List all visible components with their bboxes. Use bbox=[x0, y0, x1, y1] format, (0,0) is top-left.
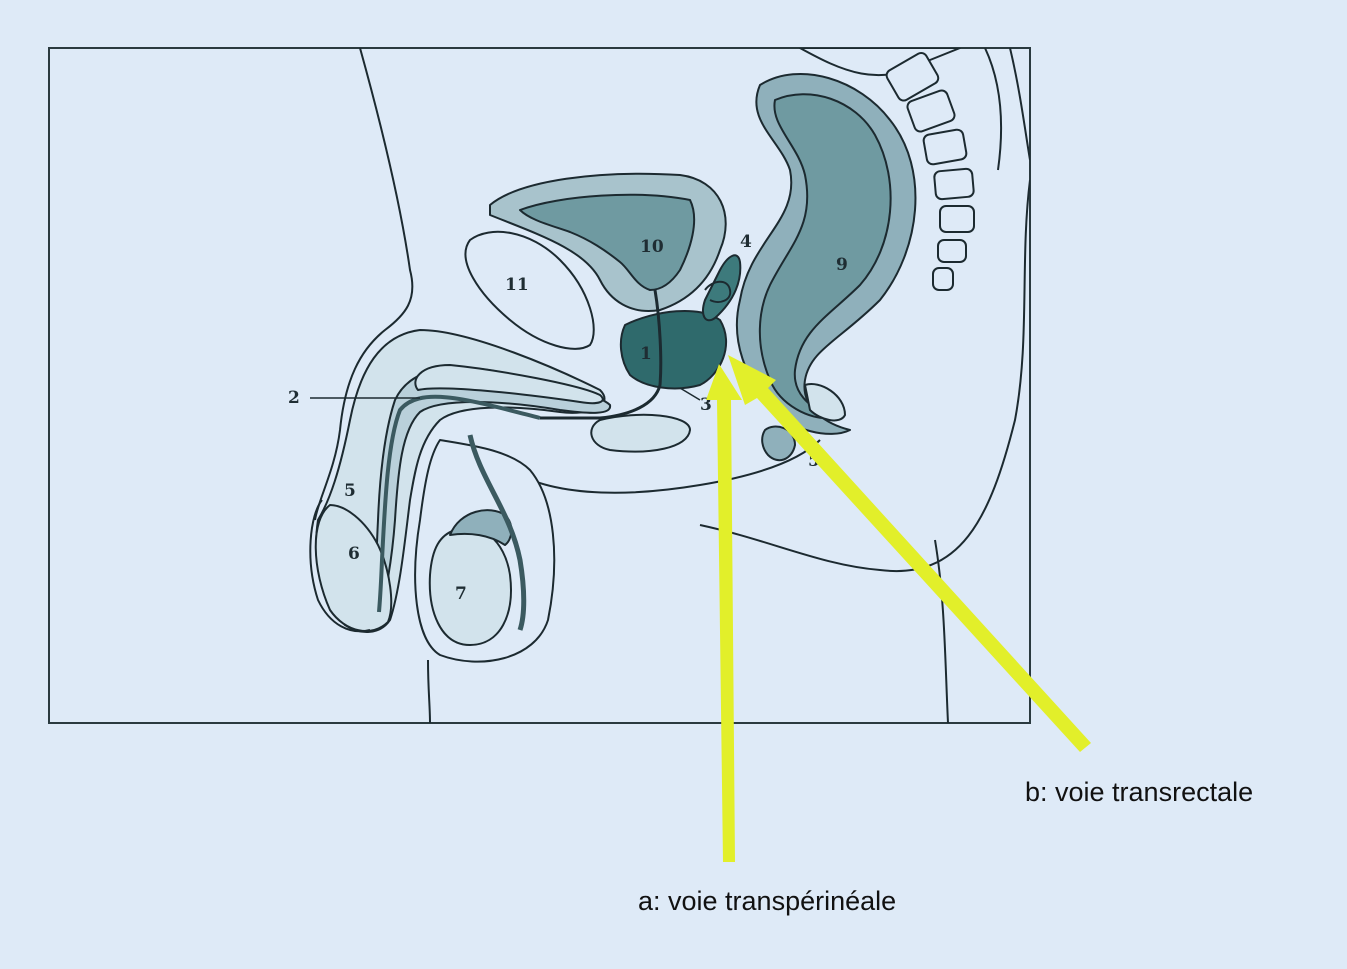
prostate bbox=[621, 311, 726, 388]
label-glans-6: 6 bbox=[348, 544, 360, 564]
label-seminal-vesicle-4: 4 bbox=[740, 232, 752, 252]
label-urethra-2: 2 bbox=[288, 388, 300, 408]
label-prostate-1: 1 bbox=[640, 344, 652, 364]
testis bbox=[430, 527, 511, 645]
route-label-transrectal: b: voie transrectale bbox=[1025, 777, 1253, 808]
penile-bulb bbox=[591, 415, 690, 452]
label-rectum-9: 9 bbox=[836, 255, 848, 275]
label-testis-7: 7 bbox=[455, 584, 467, 604]
label-pubis-11: 11 bbox=[505, 275, 529, 295]
label-bladder-10: 10 bbox=[640, 237, 664, 257]
route-label-transperineal: a: voie transpérinéale bbox=[638, 886, 896, 917]
label-corpus-5: 5 bbox=[344, 481, 356, 501]
